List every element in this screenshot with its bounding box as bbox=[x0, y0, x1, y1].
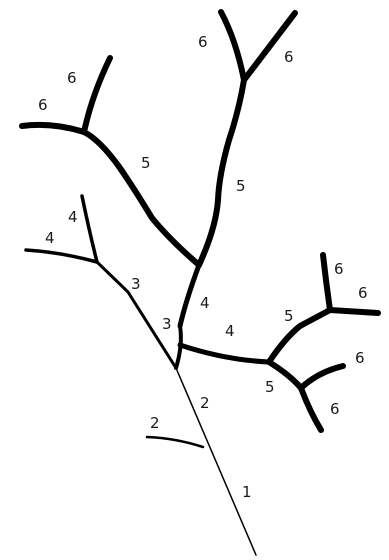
branch-order-5-right-upper-stem bbox=[269, 310, 330, 362]
order-label-trunk: 1 bbox=[242, 483, 252, 501]
order-label-order6-left-upper: 6 bbox=[67, 69, 77, 87]
order-label-order4-center: 4 bbox=[200, 294, 210, 312]
order-label-order3-center: 3 bbox=[162, 315, 172, 333]
order-label-order6-left-lower: 6 bbox=[38, 96, 48, 114]
order-label-order6-right-c: 6 bbox=[355, 349, 365, 367]
order-label-order5-center: 5 bbox=[236, 177, 246, 195]
order-label-order4-left-lower: 4 bbox=[45, 229, 55, 247]
branch-order-4-left-lower-twig bbox=[26, 250, 97, 262]
order-label-order3-left: 3 bbox=[131, 275, 141, 293]
order-label-order6-right-d: 6 bbox=[330, 400, 340, 418]
branch-order-5-center-stem bbox=[199, 80, 244, 265]
order-label-order2-right: 2 bbox=[200, 394, 210, 412]
order-label-order6-top-right: 6 bbox=[284, 48, 294, 66]
order-label-order6-top-left: 6 bbox=[198, 33, 208, 51]
order-label-order5-left: 5 bbox=[141, 154, 151, 172]
branch-order-6-right-fork-a bbox=[323, 255, 330, 310]
order-label-order5-right-upper: 5 bbox=[284, 307, 294, 325]
order-label-order4-left-upper: 4 bbox=[68, 208, 78, 226]
branch-order-4-center-limb bbox=[180, 265, 199, 326]
branch-order-6-left-lower-fork bbox=[22, 125, 84, 132]
branch-order-2-stub bbox=[147, 437, 203, 447]
branch-order-4-left-upper-twig bbox=[82, 196, 97, 262]
order-label-order6-right-a: 6 bbox=[334, 260, 344, 278]
order-label-order2-stub: 2 bbox=[150, 414, 160, 432]
branch-order-6-top-left-fork bbox=[221, 12, 244, 80]
branch-order-6-right-fork-b bbox=[330, 310, 378, 313]
branch-order-5-left-stem bbox=[84, 132, 199, 265]
order-label-order5-right-lower: 5 bbox=[265, 378, 275, 396]
branch-order-6-right-fork-c bbox=[301, 366, 343, 388]
order-label-order6-right-b: 6 bbox=[358, 284, 368, 302]
branch-order-6-top-right-fork bbox=[244, 13, 295, 80]
branch-order-4-right-limb bbox=[180, 345, 269, 362]
order-label-order4-right: 4 bbox=[225, 322, 235, 340]
branch-order-6-left-upper-fork bbox=[84, 58, 110, 132]
branch-order-1-trunk bbox=[176, 368, 256, 555]
branch-order-6-right-fork-d bbox=[301, 388, 321, 430]
